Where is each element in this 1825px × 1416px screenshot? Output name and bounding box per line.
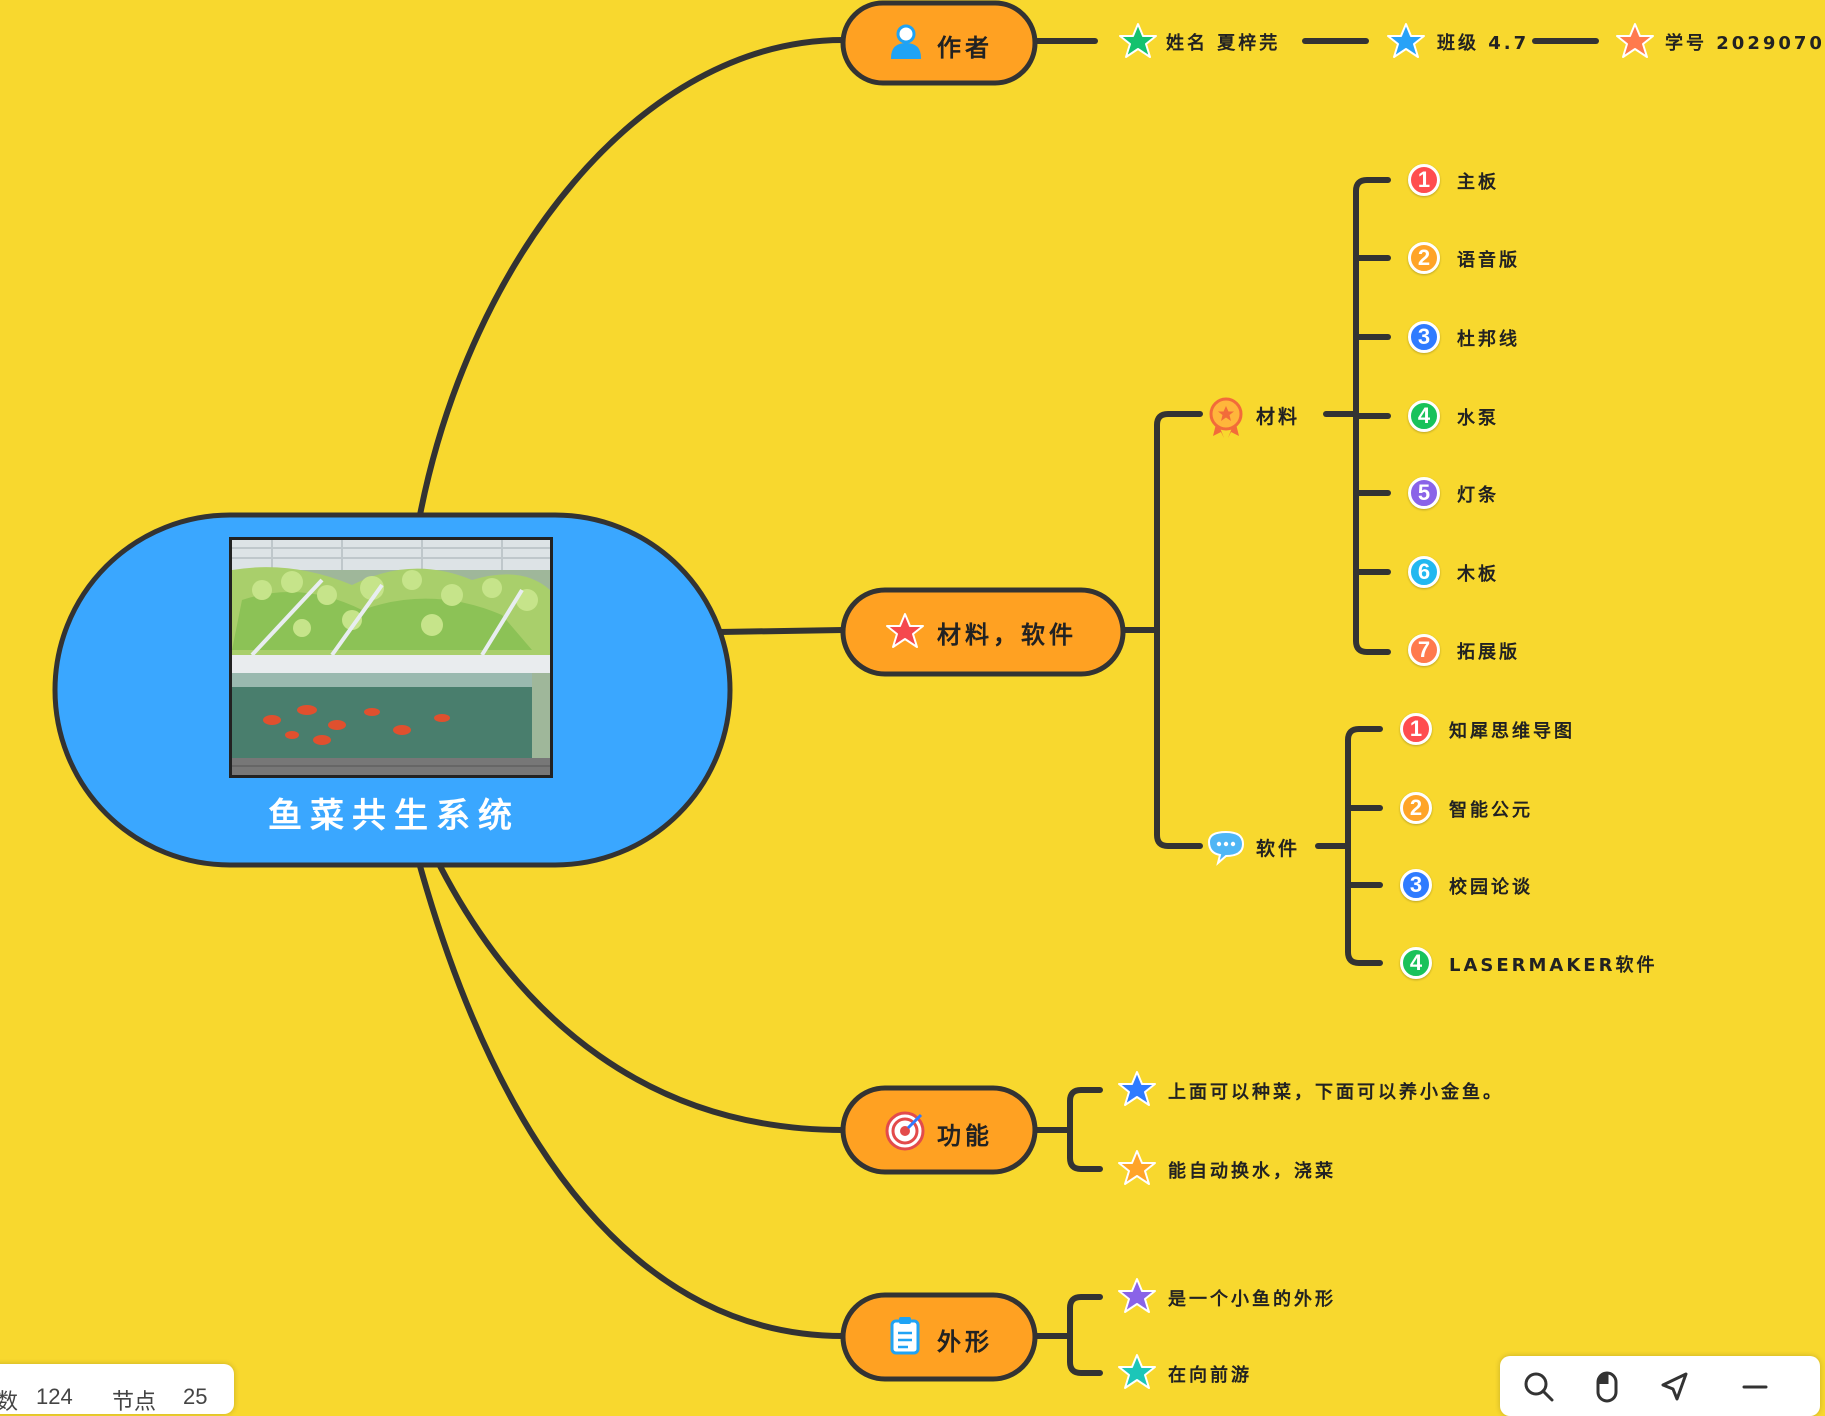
subtopic-materials[interactable]: 材料 xyxy=(1256,406,1301,428)
shape-item[interactable]: 在向前游 xyxy=(1168,1365,1252,1386)
star-icon xyxy=(1616,23,1654,58)
branch-node-materials-software[interactable] xyxy=(840,587,1126,677)
branch-label-function: 功能 xyxy=(937,1122,993,1150)
clipboard-icon xyxy=(890,1317,920,1355)
number-badge-2: 2 xyxy=(1400,792,1432,824)
branch-label-materials-software: 材料，软件 xyxy=(937,621,1077,649)
author-item[interactable]: 姓名 夏梓芫 xyxy=(1166,33,1281,54)
software-item[interactable]: 校园论谈 xyxy=(1449,877,1533,898)
author-item[interactable]: 班级 4.7 xyxy=(1437,33,1530,54)
word-count-label: 数 xyxy=(0,1389,19,1414)
material-item[interactable]: 木板 xyxy=(1457,564,1499,585)
chat-bubble-icon xyxy=(1207,830,1245,866)
branch-label-author: 作者 xyxy=(937,34,993,62)
star-icon xyxy=(1118,1278,1156,1313)
medal-icon xyxy=(1209,397,1243,438)
author-item[interactable]: 学号 2029070 xyxy=(1665,33,1825,54)
function-item[interactable]: 能自动换水，浇菜 xyxy=(1168,1161,1336,1182)
target-icon xyxy=(885,1111,925,1151)
number-badge-7: 7 xyxy=(1408,634,1440,666)
shape-item[interactable]: 是一个小鱼的外形 xyxy=(1168,1289,1336,1310)
root-photo xyxy=(229,537,553,778)
send-icon[interactable] xyxy=(1658,1370,1692,1404)
material-item[interactable]: 主板 xyxy=(1457,172,1499,193)
software-item[interactable]: LASERMAKER软件 xyxy=(1449,955,1658,976)
number-badge-3: 3 xyxy=(1400,869,1432,901)
branch-label-shape: 外形 xyxy=(937,1328,993,1356)
material-item[interactable]: 语音版 xyxy=(1457,250,1520,271)
software-item[interactable]: 知犀思维导图 xyxy=(1449,721,1575,742)
branch-node-author[interactable] xyxy=(840,0,1038,86)
user-icon xyxy=(890,24,922,59)
minus-icon[interactable] xyxy=(1738,1370,1772,1404)
mouse-icon[interactable] xyxy=(1590,1370,1624,1404)
star-icon xyxy=(886,613,924,648)
material-item[interactable]: 灯条 xyxy=(1457,485,1499,506)
star-icon xyxy=(1387,23,1425,58)
number-badge-6: 6 xyxy=(1408,556,1440,588)
number-badge-1: 1 xyxy=(1400,713,1432,745)
star-icon xyxy=(1118,1354,1156,1389)
star-icon xyxy=(1119,23,1157,58)
branch-node-function[interactable] xyxy=(840,1085,1038,1175)
word-count-value: 124 xyxy=(36,1384,73,1409)
material-item[interactable]: 拓展版 xyxy=(1457,642,1520,663)
node-count-label: 节点 xyxy=(112,1389,157,1414)
status-bar: 数 124 节点 25 xyxy=(0,1364,234,1414)
software-item[interactable]: 智能公元 xyxy=(1449,800,1533,821)
star-icon xyxy=(1118,1071,1156,1106)
number-badge-1: 1 xyxy=(1408,164,1440,196)
number-badge-3: 3 xyxy=(1408,321,1440,353)
node-count-value: 25 xyxy=(183,1384,208,1409)
function-item[interactable]: 上面可以种菜，下面可以养小金鱼。 xyxy=(1168,1082,1504,1103)
number-badge-2: 2 xyxy=(1408,242,1440,274)
material-item[interactable]: 杜邦线 xyxy=(1457,329,1520,350)
material-item[interactable]: 水泵 xyxy=(1457,408,1499,429)
bottom-toolbar xyxy=(1500,1356,1820,1416)
connector-lines xyxy=(417,37,1599,1376)
subtopic-software[interactable]: 软件 xyxy=(1256,838,1301,860)
root-title: 鱼菜共生系统 xyxy=(268,796,520,836)
star-icon xyxy=(1118,1150,1156,1185)
search-icon[interactable] xyxy=(1522,1370,1556,1404)
aquaponics-photo xyxy=(232,540,550,775)
branch-node-shape[interactable] xyxy=(840,1292,1038,1382)
number-badge-4: 4 xyxy=(1408,400,1440,432)
number-badge-5: 5 xyxy=(1408,477,1440,509)
number-badge-4: 4 xyxy=(1400,947,1432,979)
